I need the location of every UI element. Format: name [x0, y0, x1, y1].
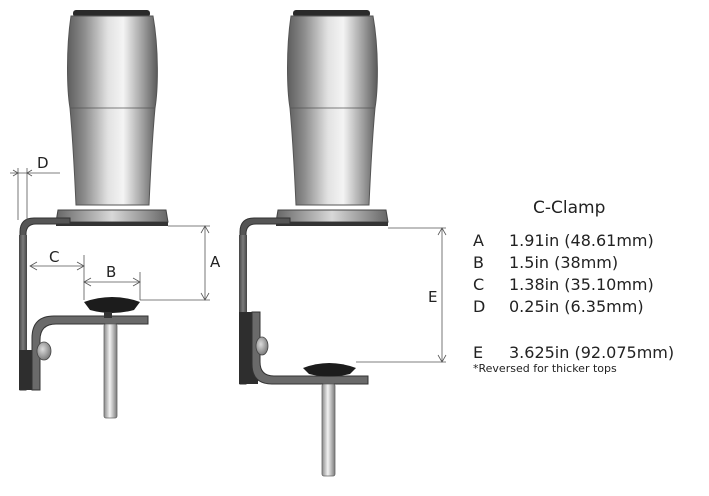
spec-row-c: C 1.38in (35.10mm): [473, 275, 654, 294]
dimension-label-a: A: [210, 253, 221, 271]
dimension-label-d: D: [37, 154, 49, 172]
spec-value: 0.25in (6.35mm): [509, 297, 644, 316]
right-pole: [275, 10, 389, 226]
spec-row-a: A 1.91in (48.61mm): [473, 231, 654, 250]
dimension-d: [10, 168, 60, 220]
left-clamp: A B C D: [10, 10, 221, 419]
spec-row-b: B 1.5in (38mm): [473, 253, 618, 272]
spec-value: 1.91in (48.61mm): [509, 231, 654, 250]
spec-value: 1.5in (38mm): [509, 253, 619, 272]
right-clamp: E: [239, 10, 447, 477]
dimension-label-c: C: [49, 248, 59, 266]
dimension-c: [29, 255, 85, 272]
left-clamp-pad: [84, 297, 140, 318]
spec-letter: E: [473, 343, 484, 362]
right-bracket: [239, 217, 369, 385]
right-threaded-rod: [321, 383, 336, 477]
spec-letter: A: [473, 231, 484, 250]
dimension-e: [356, 227, 447, 363]
spec-value: 3.625in (92.075mm): [509, 343, 675, 362]
left-bracket: [19, 217, 149, 391]
dimension-label-e: E: [428, 288, 437, 306]
dimension-b: [83, 272, 141, 300]
dimension-label-b: B: [106, 263, 116, 281]
spec-title: C-Clamp: [533, 198, 606, 218]
dimension-a: [140, 225, 210, 301]
spec-row-e: E 3.625in (92.075mm): [473, 343, 674, 362]
spec-value: 1.38in (35.10mm): [509, 275, 654, 294]
left-pole: [55, 10, 169, 226]
spec-letter: D: [473, 297, 486, 316]
spec-letter: C: [473, 275, 485, 294]
spec-row-d: D 0.25in (6.35mm): [473, 297, 644, 316]
right-clamp-pad: [303, 363, 356, 377]
left-threaded-rod: [103, 323, 118, 419]
spec-note: *Reversed for thicker tops: [473, 362, 617, 375]
spec-letter: B: [473, 253, 484, 272]
